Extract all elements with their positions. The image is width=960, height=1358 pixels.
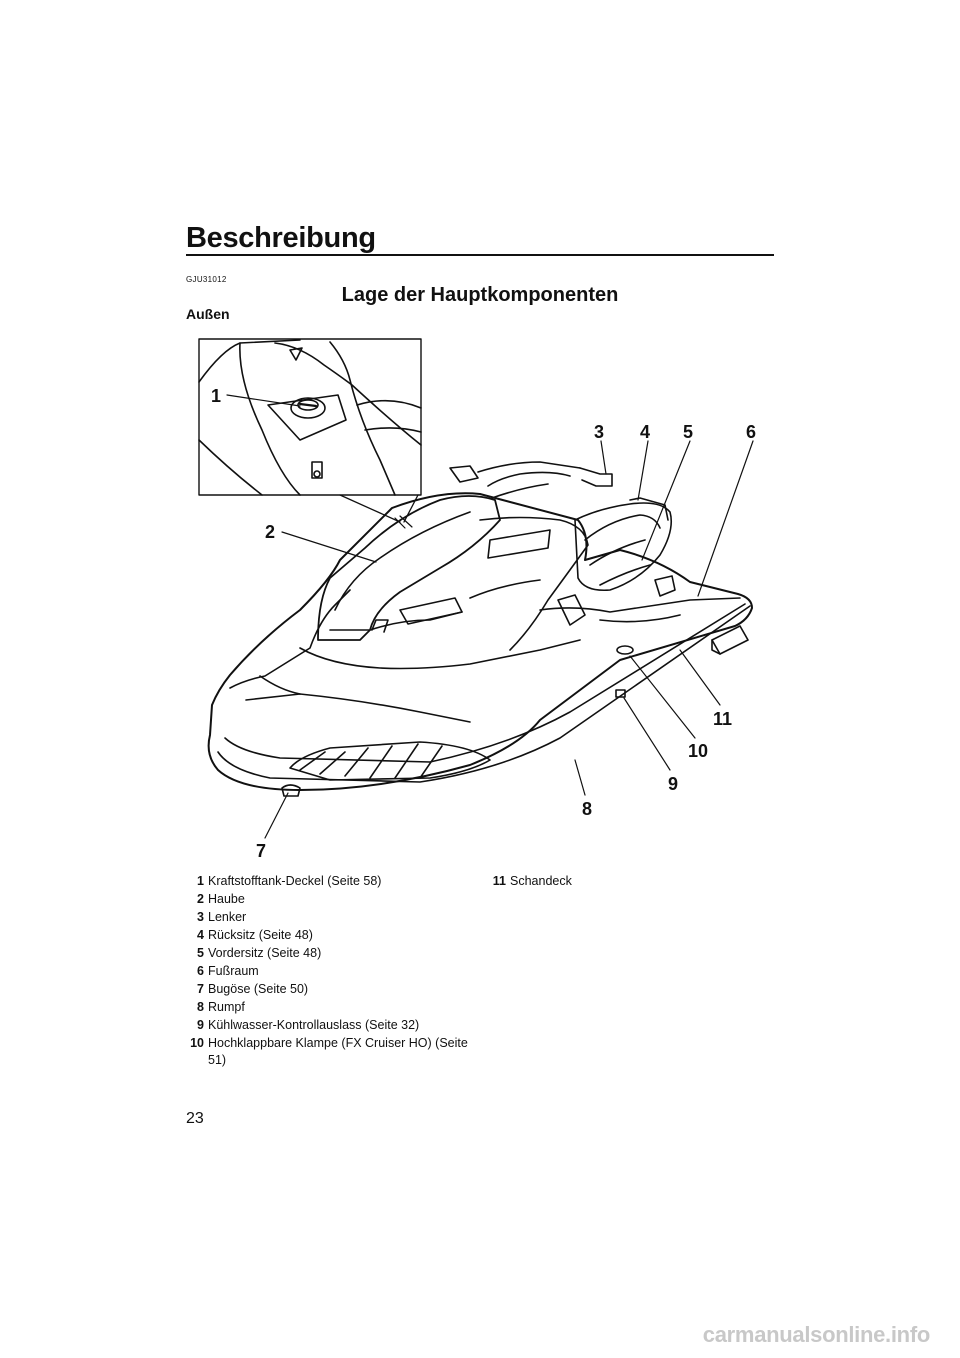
callout-5: 5 bbox=[683, 422, 693, 442]
watercraft-illustration: 1 2 3 4 5 6 7 8 9 10 11 bbox=[198, 338, 756, 861]
legend-item-8: 8 Rumpf bbox=[183, 999, 468, 1016]
legend-item-7: 7 Bugöse (Seite 50) bbox=[183, 981, 468, 998]
legend-number: 6 bbox=[197, 964, 204, 978]
callout-8: 8 bbox=[582, 799, 592, 819]
legend-item-6: 6 Fußraum bbox=[183, 963, 468, 980]
legend-text: Schandeck bbox=[510, 874, 572, 888]
legend-item-9: 9 Kühlwasser-Kontrollauslass (Seite 32) bbox=[183, 1017, 468, 1034]
legend-text: Lenker bbox=[208, 910, 247, 924]
legend-text: Fußraum bbox=[208, 964, 259, 978]
page-number: 23 bbox=[186, 1110, 204, 1127]
callout-2: 2 bbox=[265, 522, 275, 542]
legend-item-4: 4 Rücksitz (Seite 48) bbox=[183, 927, 468, 944]
legend-text: Rumpf bbox=[208, 1000, 245, 1014]
callout-6: 6 bbox=[746, 422, 756, 442]
legend-number: 10 bbox=[190, 1036, 204, 1050]
page-heading: Lage der Hauptkomponenten bbox=[341, 284, 619, 306]
callout-9: 9 bbox=[668, 774, 678, 794]
legend-number: 3 bbox=[197, 910, 204, 924]
legend-item-5: 5 Vordersitz (Seite 48) bbox=[183, 945, 468, 962]
legend-item-11: 11 Schandeck bbox=[485, 873, 770, 890]
legend-item-1: 1 Kraftstofftank-Deckel (Seite 58) bbox=[183, 873, 468, 890]
legend-number: 4 bbox=[197, 928, 204, 942]
legend-item-3: 3 Lenker bbox=[183, 909, 468, 926]
legend-text: Kühlwasser-Kontrollauslass (Seite 32) bbox=[208, 1018, 420, 1032]
legend-number: 8 bbox=[197, 1000, 204, 1014]
legend-text: Haube bbox=[208, 892, 245, 906]
watermark: carmanualsonline.info bbox=[702, 1322, 931, 1347]
legend-number: 11 bbox=[492, 874, 506, 888]
legend-number: 7 bbox=[197, 982, 204, 996]
section-title: Beschreibung bbox=[186, 222, 376, 254]
legend-item-10: 10 Hochklappbare Klampe (FX Cruiser HO) … bbox=[183, 1035, 468, 1069]
callout-4: 4 bbox=[640, 422, 650, 442]
subheading: Außen bbox=[186, 306, 230, 322]
legend-number: 9 bbox=[197, 1018, 204, 1032]
legend-text: Hochklappbare Klampe (FX Cruiser HO) (Se… bbox=[208, 1036, 468, 1067]
callout-7: 7 bbox=[256, 841, 266, 861]
title-rule bbox=[186, 254, 774, 256]
legend-text: Bugöse (Seite 50) bbox=[208, 982, 309, 996]
legend-item-2: 2 Haube bbox=[183, 891, 468, 908]
legend-number: 5 bbox=[197, 946, 204, 960]
legend-text: Vordersitz (Seite 48) bbox=[208, 946, 322, 960]
legend-text: Kraftstofftank-Deckel (Seite 58) bbox=[208, 874, 382, 888]
legend-text: Rücksitz (Seite 48) bbox=[208, 928, 313, 942]
callout-11: 11 bbox=[713, 709, 732, 729]
legend-number: 1 bbox=[197, 874, 204, 888]
legend-number: 2 bbox=[197, 892, 204, 906]
callout-3: 3 bbox=[594, 422, 604, 442]
callout-10: 10 bbox=[688, 741, 708, 761]
callout-1: 1 bbox=[211, 386, 221, 406]
document-code: GJU31012 bbox=[186, 275, 227, 284]
